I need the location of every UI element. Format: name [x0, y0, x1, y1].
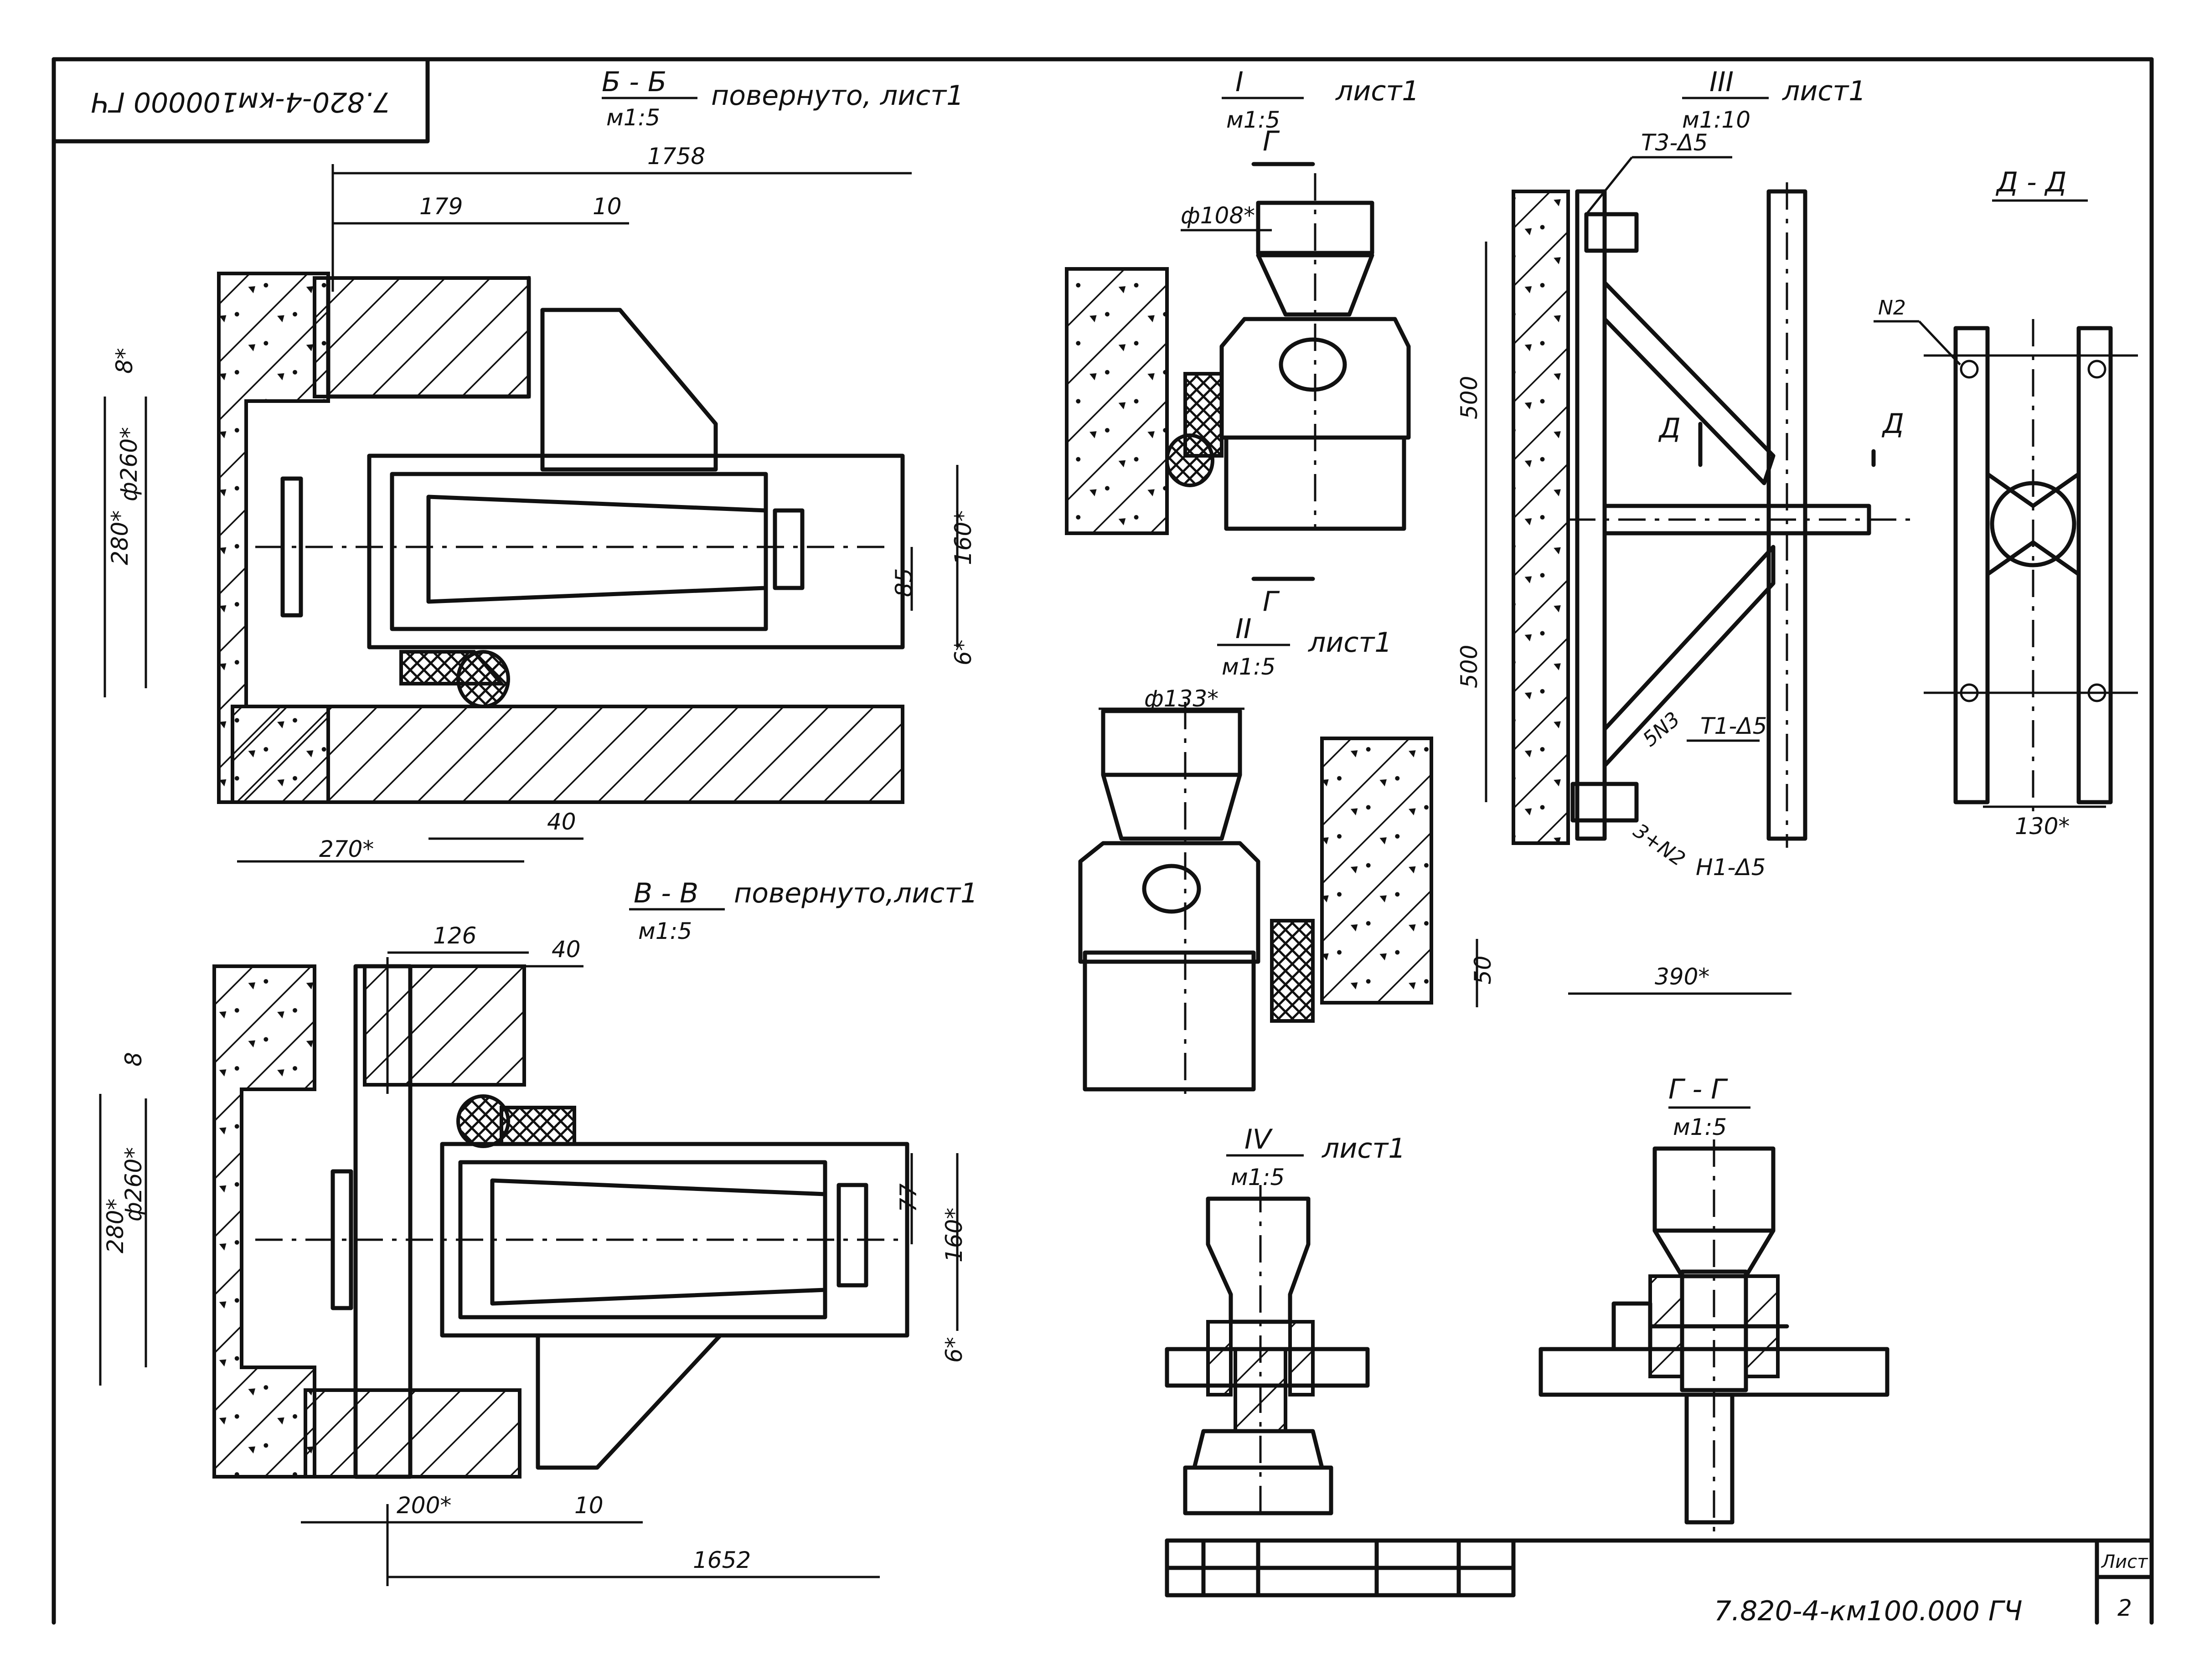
node-1-scale: м1:5 — [1226, 107, 1280, 133]
vv-dim-77: 77 — [895, 1183, 922, 1212]
title-block: 7.820-4-км100.000 ГЧ Лист 2 — [1165, 1538, 2154, 1627]
vv-dim-1652: 1652 — [693, 1547, 751, 1573]
bb-dim-160: 160* — [950, 510, 976, 565]
node-3-weld-h1-prefix: 3+N2 — [1629, 819, 1689, 871]
section-dd: Д - Д N2 Д 130* — [1871, 166, 2138, 840]
bb-dim-1758: 1758 — [647, 143, 705, 170]
node-3-weld-t1-prefix: 5N3 — [1638, 707, 1684, 751]
title-block-sheet-no: 2 — [2117, 1595, 2132, 1621]
section-gg: Г - Г м1:5 — [1538, 1073, 1890, 1531]
vv-dim-126: 126 — [433, 922, 476, 949]
vv-dim-280: 280* — [102, 1199, 129, 1253]
section-bb-note: повернуто, лист1 — [711, 80, 964, 112]
node-1-note: лист1 — [1335, 75, 1419, 107]
vv-dim-10: 10 — [574, 1492, 604, 1519]
bb-dim-10: 10 — [593, 193, 622, 220]
section-vv-note: повернуто,лист1 — [734, 877, 978, 909]
bb-dim-8: 8* — [111, 348, 138, 374]
node-3: III м1:10 лист1 Т3-Δ5 Д 500 500 5N3 Т1-Δ… — [1456, 66, 1915, 995]
node-4-note: лист1 — [1322, 1133, 1405, 1165]
section-vv: В - В м1:5 повернуто,лист1 126 40 8 280*… — [99, 877, 978, 1586]
node-3-weld-h1: Н1-Δ5 — [1696, 854, 1766, 881]
section-dd-view-d: Д — [1881, 408, 1904, 440]
vv-dim-160: 160* — [941, 1208, 967, 1263]
bb-dim-280: 280* — [107, 510, 133, 565]
bb-dim-179: 179 — [419, 193, 463, 220]
node-2-scale: м1:5 — [1222, 654, 1275, 680]
node-1: I м1:5 лист1 Г ф108* Г — [1065, 66, 1419, 618]
node-3-note: лист1 — [1782, 75, 1866, 107]
section-dd-pos-n2: N2 — [1878, 296, 1906, 320]
vv-dim-8: 8 — [120, 1052, 147, 1067]
section-vv-scale: м1:5 — [638, 918, 692, 944]
vv-dim-200: 200* — [397, 1492, 451, 1519]
section-bb: Б - Б м1:5 повернуто, лист1 1758 179 10 … — [103, 66, 976, 863]
section-bb-title: Б - Б — [602, 66, 666, 98]
bb-dim-6: 6* — [950, 639, 976, 665]
node-3-title: III — [1709, 66, 1734, 98]
section-dd-dim-130: 130* — [2015, 813, 2070, 840]
section-bb-scale: м1:5 — [606, 104, 660, 131]
node-3-dim-500-top: 500 — [1456, 376, 1482, 419]
node-2-dim-133: ф133* — [1144, 685, 1218, 712]
vv-dim-40: 40 — [552, 936, 581, 963]
section-gg-scale: м1:5 — [1673, 1114, 1727, 1140]
node-1-dim-108: ф108* — [1181, 202, 1255, 229]
node-4-scale: м1:5 — [1231, 1164, 1285, 1190]
node-4: IV м1:5 лист1 — [1165, 1123, 1405, 1522]
bb-dim-85: 85 — [891, 568, 917, 597]
bb-dim-40: 40 — [547, 809, 576, 835]
node-1-view-mark-top: Г — [1263, 125, 1280, 157]
node-3-dim-500-bottom: 500 — [1456, 645, 1482, 688]
bb-dim-270: 270* — [319, 836, 374, 862]
node-3-weld-t1: Т1-Δ5 — [1700, 713, 1767, 739]
bb-dim-260: ф260* — [116, 427, 142, 501]
node-3-scale: м1:10 — [1682, 107, 1750, 133]
title-block-sheet-label: Лист — [2101, 1551, 2148, 1572]
node-2-dim-50: 50 — [1470, 955, 1496, 984]
section-dd-title: Д - Д — [1995, 166, 2067, 198]
vv-dim-260: ф260* — [120, 1147, 147, 1221]
vv-dim-6: 6* — [941, 1337, 967, 1363]
node-1-title: I — [1235, 66, 1244, 98]
node-1-view-mark-bottom: Г — [1263, 586, 1280, 618]
stamp-box: 7.820-4-км100000 ГЧ — [52, 57, 430, 144]
node-3-view-d: Д — [1658, 412, 1681, 444]
section-gg-title: Г - Г — [1668, 1073, 1728, 1105]
title-block-designation: 7.820-4-км100.000 ГЧ — [1714, 1595, 2023, 1627]
stamp-code: 7.820-4-км100000 ГЧ — [91, 86, 390, 118]
node-2: II м1:5 лист1 ф133* 50 — [1078, 613, 1496, 1103]
node-3-dim-390: 390* — [1655, 964, 1709, 990]
node-2-title: II — [1235, 613, 1251, 645]
node-3-weld-t3: Т3-Δ5 — [1641, 129, 1708, 156]
node-4-title: IV — [1244, 1123, 1273, 1155]
node-2-note: лист1 — [1308, 627, 1392, 659]
section-vv-title: В - В — [634, 877, 698, 909]
